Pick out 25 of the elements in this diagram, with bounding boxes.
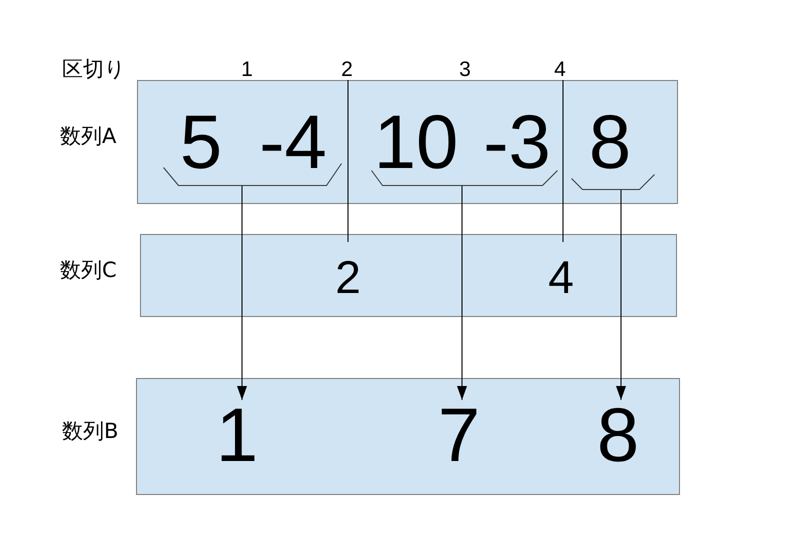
- sequence-value: 4: [548, 259, 574, 295]
- sequence-value: 8: [588, 113, 632, 173]
- sequence-value: 5: [180, 113, 222, 173]
- sequence-band: [136, 378, 680, 495]
- row-label: 数列C: [60, 260, 117, 281]
- partition-label: 1: [241, 59, 253, 80]
- sequence-value: 2: [335, 259, 361, 295]
- sequence-band: [140, 234, 677, 317]
- arrow: [237, 186, 247, 400]
- sequence-value: -3: [483, 113, 551, 173]
- row-label: 数列B: [62, 421, 118, 442]
- partition-label: 3: [459, 59, 471, 80]
- sequence-value: -4: [259, 113, 327, 173]
- partition-label: 4: [554, 59, 566, 80]
- connector-line: [562, 80, 564, 242]
- sequence-value: 8: [596, 406, 640, 466]
- sequence-value: 10: [374, 113, 458, 173]
- sequence-value: 7: [438, 406, 480, 466]
- partition-label: 2: [341, 59, 353, 80]
- row-label: 区切り: [62, 59, 126, 80]
- arrow: [616, 190, 626, 400]
- sequence-band: [137, 80, 678, 204]
- row-label: 数列A: [60, 126, 116, 147]
- sequence-value: 1: [216, 406, 258, 466]
- arrow: [457, 186, 467, 400]
